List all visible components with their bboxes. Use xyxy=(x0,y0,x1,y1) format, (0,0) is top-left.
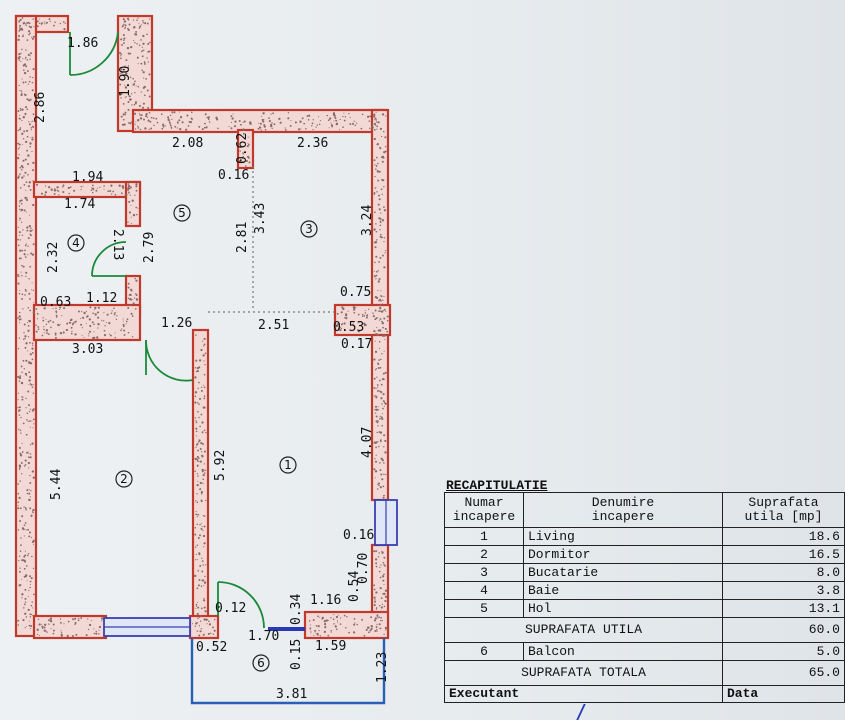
row-number: 1 xyxy=(444,527,524,546)
svg-text:5: 5 xyxy=(178,206,186,220)
dim-label: 4.07 xyxy=(360,427,375,458)
room-marker-5: 5 xyxy=(173,204,191,222)
balcony-outline xyxy=(190,638,386,705)
dim-label: 1.12 xyxy=(86,291,117,306)
dim-label: 1.94 xyxy=(72,170,103,185)
dim-label: 1.59 xyxy=(315,639,346,654)
table-row: 4 Baie 3.8 xyxy=(444,581,845,600)
row-area: 3.8 xyxy=(722,581,845,600)
room-marker-2: 2 xyxy=(115,470,133,488)
dim-label: 2.32 xyxy=(46,242,61,273)
dim-label: 2.08 xyxy=(172,136,203,151)
dim-label: 1.16 xyxy=(310,593,341,608)
dim-label: 0.16 xyxy=(343,528,374,543)
room-marker-6: 6 xyxy=(252,654,270,672)
svg-text:4: 4 xyxy=(72,236,80,250)
table-row: 6 Balcon 5.0 xyxy=(444,642,845,661)
row-name: Baie xyxy=(523,581,723,600)
dim-label: 0.16 xyxy=(218,168,249,183)
dim-label: 3.43 xyxy=(253,203,268,234)
table-row: 1 Living 18.6 xyxy=(444,527,845,546)
dim-label: 0.62 xyxy=(235,133,250,164)
util-value: 60.0 xyxy=(722,617,845,643)
row-name: Hol xyxy=(523,599,723,618)
dim-label: 5.44 xyxy=(49,469,64,500)
executant-label: Executant xyxy=(444,685,723,703)
row-number: 5 xyxy=(444,599,524,618)
door-bedroom[interactable] xyxy=(145,339,194,382)
dim-label: 2.79 xyxy=(142,232,157,263)
room-marker-4: 4 xyxy=(67,234,85,252)
dim-label: 1.23 xyxy=(375,652,390,683)
summary-row-util: SUPRAFATA UTILA 60.0 xyxy=(444,617,845,643)
dim-label: 3.24 xyxy=(360,205,375,236)
row-area: 13.1 xyxy=(722,599,845,618)
dim-label: 3.03 xyxy=(72,342,103,357)
table-row: 5 Hol 13.1 xyxy=(444,599,845,618)
dim-label: 0.52 xyxy=(196,640,227,655)
svg-text:1: 1 xyxy=(284,458,292,472)
total-value: 65.0 xyxy=(722,660,845,686)
date-label: Data xyxy=(722,685,845,703)
row-area: 18.6 xyxy=(722,527,845,546)
dim-label: 0.34 xyxy=(289,594,304,625)
row-name: Bucatarie xyxy=(523,563,723,582)
dim-label: 0.15 xyxy=(289,639,304,670)
dim-label: 0.70 xyxy=(356,553,371,584)
svg-text:6: 6 xyxy=(257,656,265,670)
dim-label: 0.75 xyxy=(340,285,371,300)
dim-label: 2.51 xyxy=(258,318,289,333)
dim-label: 2.81 xyxy=(235,222,250,253)
row-name: Dormitor xyxy=(523,545,723,564)
row-name: Living xyxy=(523,527,723,546)
row-number: 4 xyxy=(444,581,524,600)
wall-hatching xyxy=(16,17,389,638)
row-number: 3 xyxy=(444,563,524,582)
door-balcony[interactable] xyxy=(217,581,265,629)
dim-label: 2.36 xyxy=(297,136,328,151)
executant-row: Executant Data xyxy=(444,685,845,703)
dim-label: 1.74 xyxy=(64,197,95,212)
dim-label: 0.54 xyxy=(347,571,362,602)
dim-label: 1.90 xyxy=(118,66,133,97)
room-marker-1: 1 xyxy=(279,456,297,474)
dim-label: 3.81 xyxy=(276,687,307,702)
recap-title: RECAPITULATIE xyxy=(446,478,548,493)
dim-label: 5.92 xyxy=(213,450,228,481)
door-entrance[interactable] xyxy=(69,31,119,76)
row-number: 2 xyxy=(444,545,524,564)
row-area: 16.5 xyxy=(722,545,845,564)
dim-label: 2.86 xyxy=(33,92,48,123)
walls xyxy=(14,14,392,640)
row-number: 6 xyxy=(444,642,524,661)
svg-text:2: 2 xyxy=(120,472,128,486)
dim-label: 0.53 xyxy=(333,320,364,335)
dim-label: 0.17 xyxy=(341,337,372,352)
table-row: 3 Bucatarie 8.0 xyxy=(444,563,845,582)
util-label: SUPRAFATA UTILA xyxy=(444,617,723,643)
dim-label: 2.13 xyxy=(110,229,125,260)
wall-mid-horizontal xyxy=(32,303,142,342)
room-marker-3: 3 xyxy=(300,220,318,238)
dim-label: 1.26 xyxy=(161,316,192,331)
door-bathroom[interactable] xyxy=(91,241,127,277)
svg-text:3: 3 xyxy=(305,222,313,236)
dim-label: 0.63 xyxy=(40,295,71,310)
table-row: 2 Dormitor 16.5 xyxy=(444,545,845,564)
summary-row-total: SUPRAFATA TOTALA 65.0 xyxy=(444,660,845,686)
row-name: Balcon xyxy=(523,642,723,661)
dim-label: 0.12 xyxy=(215,601,246,616)
dim-label: 1.86 xyxy=(67,36,98,51)
row-area: 5.0 xyxy=(722,642,845,661)
dim-label: 1.70 xyxy=(248,629,279,644)
row-area: 8.0 xyxy=(722,563,845,582)
total-label: SUPRAFATA TOTALA xyxy=(444,660,723,686)
